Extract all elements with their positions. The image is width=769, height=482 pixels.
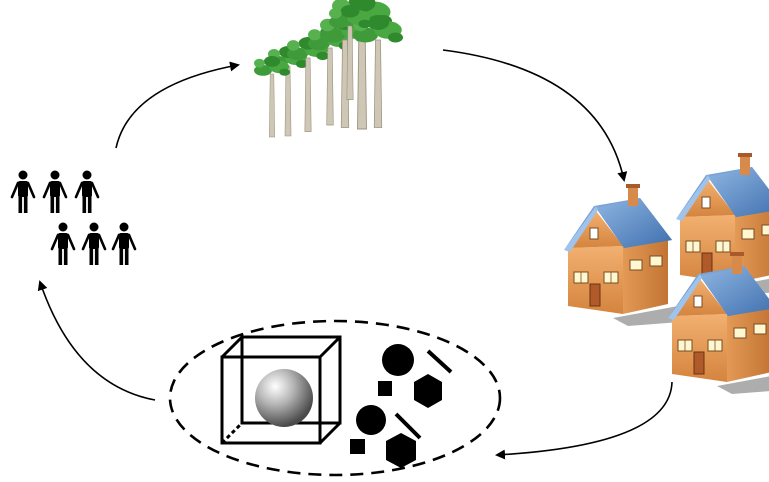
houses-icon <box>563 152 769 395</box>
trees-icon <box>253 0 404 138</box>
person <box>81 221 107 267</box>
arrow-forest-to-housing <box>442 49 628 182</box>
diagonal-line <box>426 349 453 374</box>
arrow-shapes-to-people <box>37 280 156 401</box>
dashed-ellipse <box>168 319 502 477</box>
diagonal-line <box>394 412 422 440</box>
black-square <box>378 381 392 396</box>
person <box>74 169 100 215</box>
black-square <box>350 439 365 454</box>
black-hexagon <box>386 433 416 468</box>
black-hexagon <box>414 374 442 408</box>
black-circle <box>382 344 414 376</box>
person <box>42 169 68 215</box>
person <box>50 221 76 267</box>
wireframe-cube <box>220 335 342 445</box>
black-circle <box>356 405 386 435</box>
sphere <box>255 369 313 427</box>
arrow-people-to-forest <box>115 61 240 149</box>
arrow-housing-to-shapes <box>495 381 673 460</box>
person <box>10 169 36 215</box>
house-left <box>563 183 681 327</box>
person <box>111 221 137 267</box>
people-icon <box>10 169 137 267</box>
geometric-shapes-icon <box>168 319 502 477</box>
